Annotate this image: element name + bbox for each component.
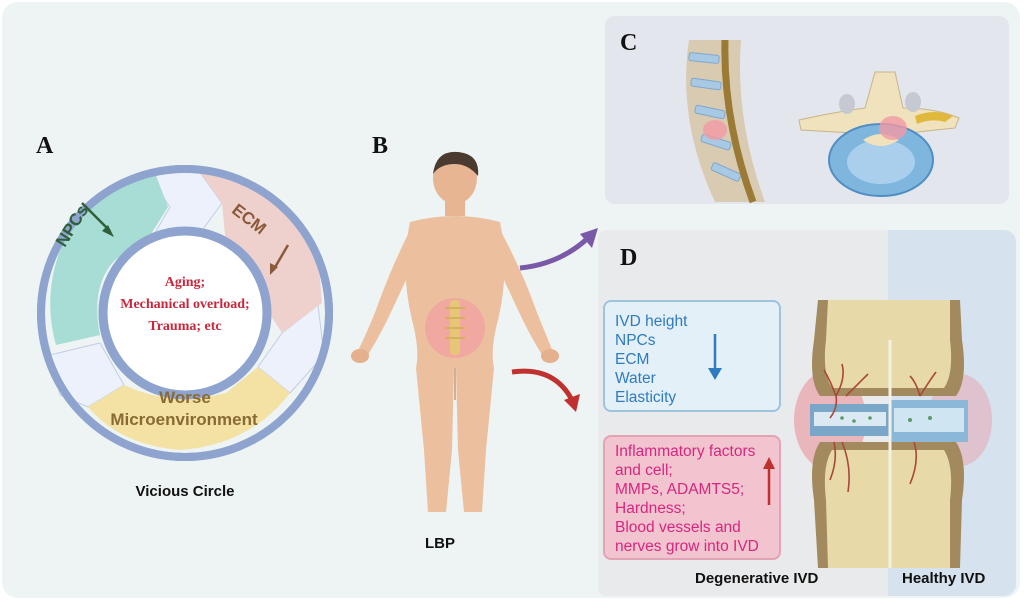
panel-label-b: B [372,133,389,159]
increase-factor-inflammatory: Inflammatory factors [615,443,756,460]
center-text-aging: Aging; [164,275,206,290]
increase-factor-blood-vessels: Blood vessels and [615,519,741,536]
arrow-to-panel-c [519,236,590,271]
center-text-trauma: Trauma; etc [148,319,222,334]
decrease-factor-ivd-height: IVD height [615,313,688,330]
decrease-factor-elasticity: Elasticity [615,389,677,406]
worse-label-line1: Worse [159,388,211,407]
left-leg [416,368,454,512]
center-text-mechanical-overload: Mechanical overload; [120,297,250,312]
panel-label-c: C [620,30,638,56]
human-back-illustration [351,151,559,512]
ivd-comparison-illustration [794,300,992,568]
up-arrow-icon [763,457,775,505]
npcs-segment [50,173,169,345]
worse-microenvironment-segment [88,367,290,450]
down-arrow-icon [708,334,722,380]
curved-arrows [511,228,598,412]
increase-factor-hardness: Hardness; [615,500,686,517]
left-arm [356,226,420,358]
panel-label-d: D [620,245,638,271]
increase-factors-box: Inflammatory factors and cell; MMPs, ADA… [603,435,781,560]
vertebra-top-view-illustration [798,71,960,197]
disc-pain-glow-top [879,116,907,140]
decrease-factor-ecm: ECM [615,351,650,368]
ecm-down-arrow [272,244,290,270]
npcs-down-arrow [81,202,111,232]
increase-factor-mmps: MMPs, ADAMTS5; [615,481,745,498]
decrease-factors-box: IVD height NPCs ECM Water Elasticity [603,300,781,412]
disc-pain-glow-side [703,120,727,140]
arrow-to-panel-d [511,368,575,402]
increase-factor-and-cell: and cell; [615,462,673,479]
vicious-circle-diagram [37,165,333,461]
panel-label-a: A [36,133,54,159]
decrease-factor-water: Water [615,370,656,387]
spine-side-view-illustration [686,40,765,204]
right-leg [456,368,494,512]
worse-label-line2: Microenvironment [110,410,258,429]
panel-c-background [605,16,1009,204]
lbp-caption: LBP [425,535,455,552]
right-arm [490,226,554,358]
vicious-circle-caption: Vicious Circle [135,483,235,500]
healthy-ivd-label: Healthy IVD [902,570,986,587]
degenerative-ivd-label: Degenerative IVD [695,570,819,587]
ecm-segment [196,167,322,333]
hair [433,151,479,176]
increase-factor-nerves: nerves grow into IVD [615,538,759,555]
decrease-factor-npcs: NPCs [615,332,656,349]
